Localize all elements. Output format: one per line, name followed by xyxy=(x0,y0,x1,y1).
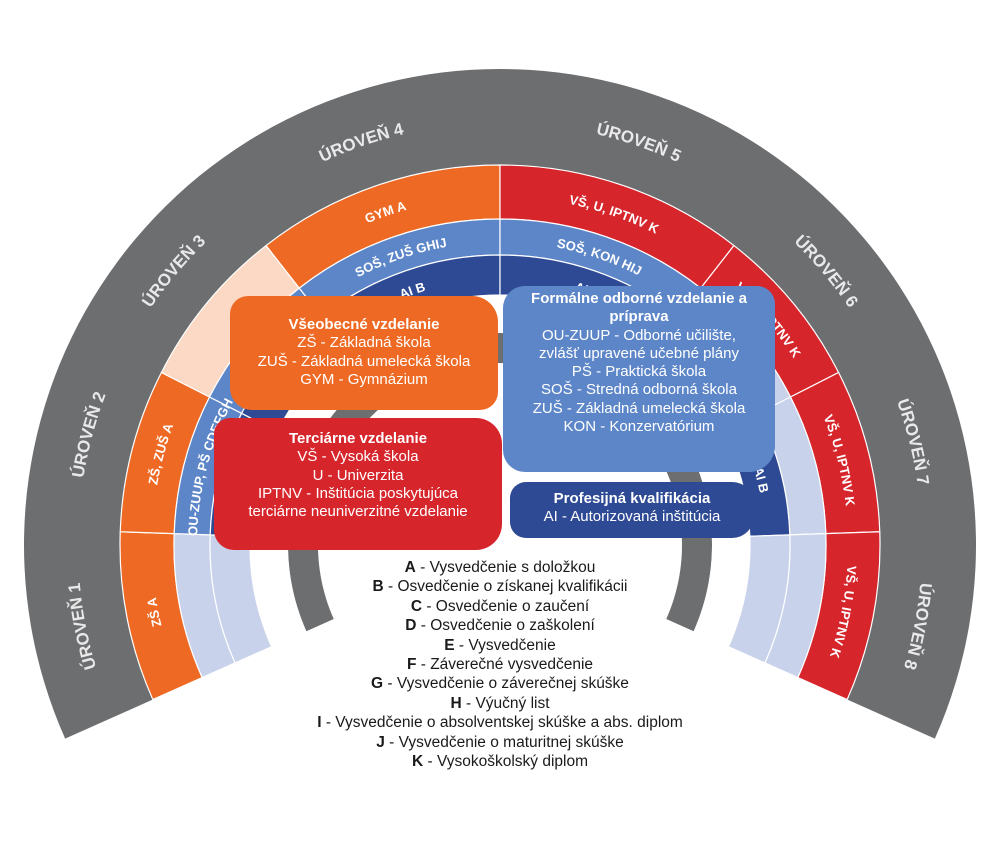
legend-text: - Vysvedčenie o maturitnej skúške xyxy=(384,733,624,751)
tertiary-education-box: Terciárne vzdelanie VŠ - Vysoká škola U … xyxy=(214,418,502,550)
certificate-legend: A - Vysvedčenie s doložkou B - Osvedčeni… xyxy=(290,558,710,771)
legend-key: E xyxy=(444,636,455,654)
vocational-training-box: Formálne odborné vzdelanie a príprava OU… xyxy=(503,286,775,472)
legend-key: B xyxy=(372,578,384,596)
legend-key: F xyxy=(406,656,417,674)
tertiary-education-line: IPTNV - Inštitúcia poskytujúca xyxy=(257,484,459,502)
vocational-training-line: KON - Konzervatórium xyxy=(563,418,715,436)
tertiary-education-line: terciárne neuniverzitné vzdelanie xyxy=(248,503,468,521)
general-education-box: Všeobecné vzdelanie ZŠ - Základná škola … xyxy=(230,296,498,410)
legend-item: B - Osvedčenie o získanej kvalifikácii xyxy=(290,577,710,596)
legend-text: - Vysvedčenie s doložkou xyxy=(415,559,596,576)
general-education-line: ZŠ - Základná škola xyxy=(297,334,431,352)
legend-item: K - Vysokoškolský diplom xyxy=(290,752,710,771)
general-education-title: Všeobecné vzdelanie xyxy=(288,316,440,333)
vocational-training-line: PŠ - Praktická škola xyxy=(571,363,707,381)
legend-text: - Osvedčenie o zaučení xyxy=(422,597,590,615)
legend-item: G - Vysvedčenie o záverečnej skúške xyxy=(290,674,710,693)
legend-key: J xyxy=(376,733,385,751)
legend-item: A - Vysvedčenie s doložkou xyxy=(290,558,710,577)
outer-level-ring xyxy=(24,69,976,739)
legend-item: D - Osvedčenie o zaškolení xyxy=(290,616,710,635)
legend-text: - Osvedčenie o zaškolení xyxy=(416,617,595,635)
tertiary-education-line: VŠ - Vysoká škola xyxy=(297,448,419,466)
professional-qualification-line: AI - Autorizovaná inštitúcia xyxy=(543,508,721,526)
general-education-line: ZUŠ - Základná umelecká škola xyxy=(257,352,471,370)
legend-item: C - Osvedčenie o zaučení xyxy=(290,597,710,616)
legend-item: I - Vysvedčenie o absolventskej skúške a… xyxy=(290,713,710,732)
legend-text: - Vysokoškolský diplom xyxy=(423,753,588,771)
legend-item: H - Výučný list xyxy=(290,694,710,713)
legend-key: I xyxy=(317,714,322,732)
vocational-training-line: ZUŠ - Základná umelecká škola xyxy=(532,399,746,417)
legend-key: D xyxy=(405,617,417,635)
legend-text: - Vysvedčenie o absolventskej skúške a a… xyxy=(321,714,683,732)
legend-key: K xyxy=(411,753,424,771)
legend-text: - Vysvedčenie o záverečnej skúške xyxy=(383,675,629,693)
legend-text: - Vysvedčenie xyxy=(454,636,556,654)
ring-cell-label: AI B xyxy=(751,465,772,494)
legend-key: G xyxy=(371,675,384,693)
legend-item: F - Záverečné vysvedčenie xyxy=(290,655,710,674)
vocational-training-title: Formálne odborné vzdelanie a príprava xyxy=(531,290,747,326)
tertiary-education-title: Terciárne vzdelanie xyxy=(288,430,428,447)
legend-key: A xyxy=(404,559,416,576)
vocational-training-line: OU-ZUUP - Odborné učilište, xyxy=(542,326,736,344)
legend-key: H xyxy=(450,694,462,712)
legend-item: J - Vysvedčenie o maturitnej skúške xyxy=(290,733,710,752)
tertiary-education-line: U - Univerzita xyxy=(312,466,404,484)
legend-text: - Výučný list xyxy=(461,694,550,712)
professional-qualification-title: Profesijná kvalifikácia xyxy=(553,490,711,507)
professional-qualification-box: Profesijná kvalifikácia AI - Autorizovan… xyxy=(510,482,754,538)
level-8-band-3 xyxy=(727,534,791,664)
general-education-line: GYM - Gymnázium xyxy=(300,370,428,388)
legend-item: E - Vysvedčenie xyxy=(290,636,710,655)
vocational-training-line: zvlášť upravené učebné plány xyxy=(539,344,739,362)
legend-text: - Záverečné vysvedčenie xyxy=(416,656,594,674)
legend-text: - Osvedčenie o získanej kvalifikácii xyxy=(383,578,628,596)
vocational-training-line: SOŠ - Stredná odborná škola xyxy=(541,381,737,399)
legend-key: C xyxy=(410,597,423,615)
